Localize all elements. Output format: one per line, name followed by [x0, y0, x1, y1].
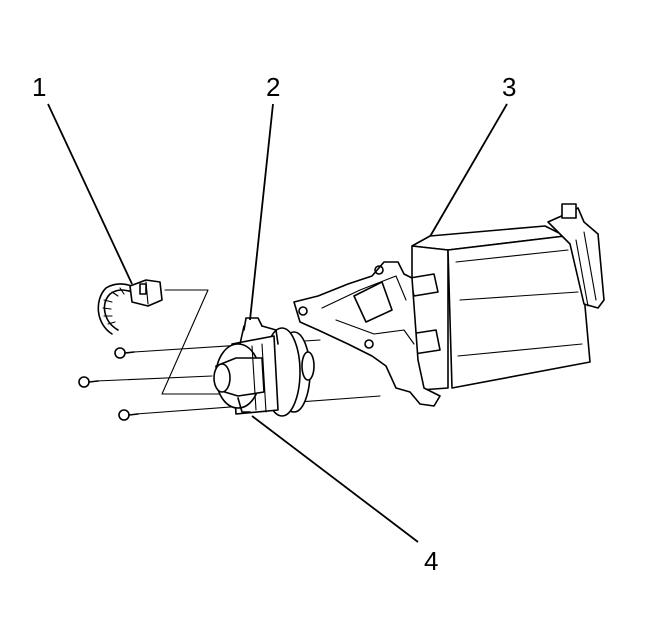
- callout-1-label: 1: [32, 72, 46, 102]
- callout-2-leader: [249, 103, 274, 321]
- callout-1-leader: [47, 103, 133, 285]
- callout-4-label: 4: [424, 546, 438, 576]
- purge-valve-icon: [213, 327, 315, 417]
- callout-4-leader: [251, 415, 419, 543]
- callout-3-leader: [427, 103, 508, 241]
- electrical-connector-icon: [97, 279, 163, 335]
- callout-2-label: 2: [266, 72, 280, 102]
- screw-icon: [78, 376, 99, 388]
- retaining-clip-icon: [237, 317, 279, 413]
- screw-icon: [118, 409, 139, 421]
- evap-canister-icon: [409, 203, 605, 391]
- callout-3-label: 3: [502, 72, 516, 102]
- mounting-bracket: [293, 261, 441, 407]
- screw-icon: [114, 347, 135, 359]
